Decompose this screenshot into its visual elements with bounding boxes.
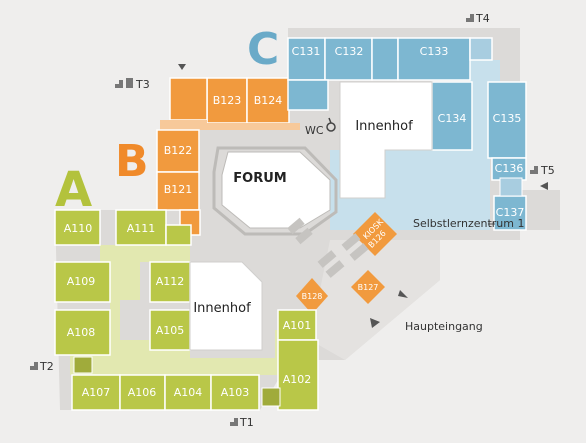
room-a103-label: A103 (221, 386, 250, 399)
room-a-corner (165, 224, 192, 246)
innenhof-top-court (339, 81, 433, 199)
room-a110-label: A110 (64, 222, 93, 235)
forum-area (221, 151, 331, 229)
room-c-stair-t5 (499, 177, 523, 197)
room-a112[interactable] (149, 261, 191, 303)
stairs-t3: T3 (115, 78, 150, 91)
innenhof-top-label: Innenhof (355, 119, 413, 134)
entrance-arrow-icon (398, 290, 408, 298)
stairs-t1-label: T1 (239, 416, 254, 429)
room-a109-label: A109 (67, 275, 96, 288)
room-c133-label: C133 (420, 45, 449, 58)
haupteingang-label: Haupteingang (405, 320, 483, 333)
room-a112-label: A112 (156, 275, 185, 288)
room-a102-label: A102 (283, 373, 312, 386)
room-c131[interactable] (287, 37, 326, 81)
wing-label-a: A (55, 162, 92, 218)
room-a103[interactable] (210, 374, 260, 411)
seating-blocks (287, 217, 369, 278)
room-b124[interactable] (246, 77, 290, 124)
stairs-t4-label: T4 (475, 12, 490, 25)
room-b128-label: B128 (302, 292, 323, 301)
stair-t2-block (73, 356, 93, 374)
stairs-icon (530, 166, 538, 174)
room-b127-label: B127 (358, 283, 379, 292)
room-c-stair-t4 (469, 37, 493, 61)
stairs-t2-label: T2 (39, 360, 54, 373)
b-wing-corridor (160, 120, 300, 140)
room-a108-label: A108 (67, 326, 96, 339)
stair-t1-block (261, 387, 281, 407)
room-b128[interactable] (296, 278, 328, 314)
stairs-t3-label: T3 (135, 78, 150, 91)
stairs-icon (115, 80, 123, 88)
wc-label: WC (305, 124, 324, 137)
stairs-t4: T4 (466, 12, 490, 25)
stairs-icon (230, 418, 238, 426)
room-b121[interactable] (156, 171, 200, 211)
room-c132-label: C132 (335, 45, 364, 58)
room-c137-label: C137 (496, 206, 525, 219)
room-a104-label: A104 (174, 386, 203, 399)
room-a104[interactable] (164, 374, 212, 411)
room-c132[interactable] (324, 37, 373, 81)
room-a102[interactable] (277, 339, 319, 411)
room-a107-label: A107 (82, 386, 111, 399)
entrance-arrow-icon (370, 318, 380, 328)
room-a105-label: A105 (156, 324, 185, 337)
stairs-t2: T2 (30, 360, 54, 373)
room-a110[interactable] (54, 209, 101, 246)
room-a106[interactable] (119, 374, 166, 411)
room-c135-label: C135 (493, 112, 522, 125)
a-wing-corridor (70, 245, 290, 375)
room-b127[interactable] (351, 270, 385, 304)
stairs-icon (466, 14, 474, 22)
stairs-t5-label: T5 (540, 164, 555, 177)
room-a101[interactable] (277, 309, 317, 341)
forum-label: FORUM (233, 171, 286, 186)
room-a109[interactable] (54, 261, 111, 303)
stairs-t1: T1 (230, 416, 254, 429)
stairs-t5: T5 (530, 164, 555, 177)
room-b-stair (169, 77, 208, 121)
innenhof-bottom-court (189, 261, 263, 351)
room-a101-label: A101 (283, 319, 312, 332)
wheelchair-icon (326, 117, 336, 132)
room-a111-label: A111 (127, 222, 156, 235)
room-a108[interactable] (54, 309, 111, 356)
stairs-icon (30, 362, 38, 370)
entrance-arrow-icon (178, 64, 186, 70)
wing-label-c: C (247, 24, 279, 75)
room-a106-label: A106 (128, 386, 157, 399)
room-c134[interactable] (431, 81, 473, 151)
elevator-icon (126, 78, 133, 88)
room-c136-label: C136 (495, 162, 524, 175)
room-c134-label: C134 (438, 112, 467, 125)
selbstlernzentrum-label: Selbstlernzentrum 1 (413, 217, 525, 230)
room-b124-label: B124 (254, 94, 283, 107)
room-c135[interactable] (487, 81, 527, 159)
room-c131-label: C131 (292, 45, 321, 58)
wing-label-b: B (115, 136, 149, 187)
room-a111[interactable] (115, 209, 167, 246)
entrance-plaza (310, 240, 440, 360)
room-b121-label: B121 (164, 183, 193, 196)
room-b122-label: B122 (164, 144, 193, 157)
room-c-wc (287, 79, 329, 111)
room-a105[interactable] (149, 309, 191, 351)
room-c-mid (371, 37, 399, 81)
innenhof-bottom-label: Innenhof (193, 301, 251, 316)
room-b123-label: B123 (213, 94, 242, 107)
entrance-arrow-icon (540, 182, 548, 190)
